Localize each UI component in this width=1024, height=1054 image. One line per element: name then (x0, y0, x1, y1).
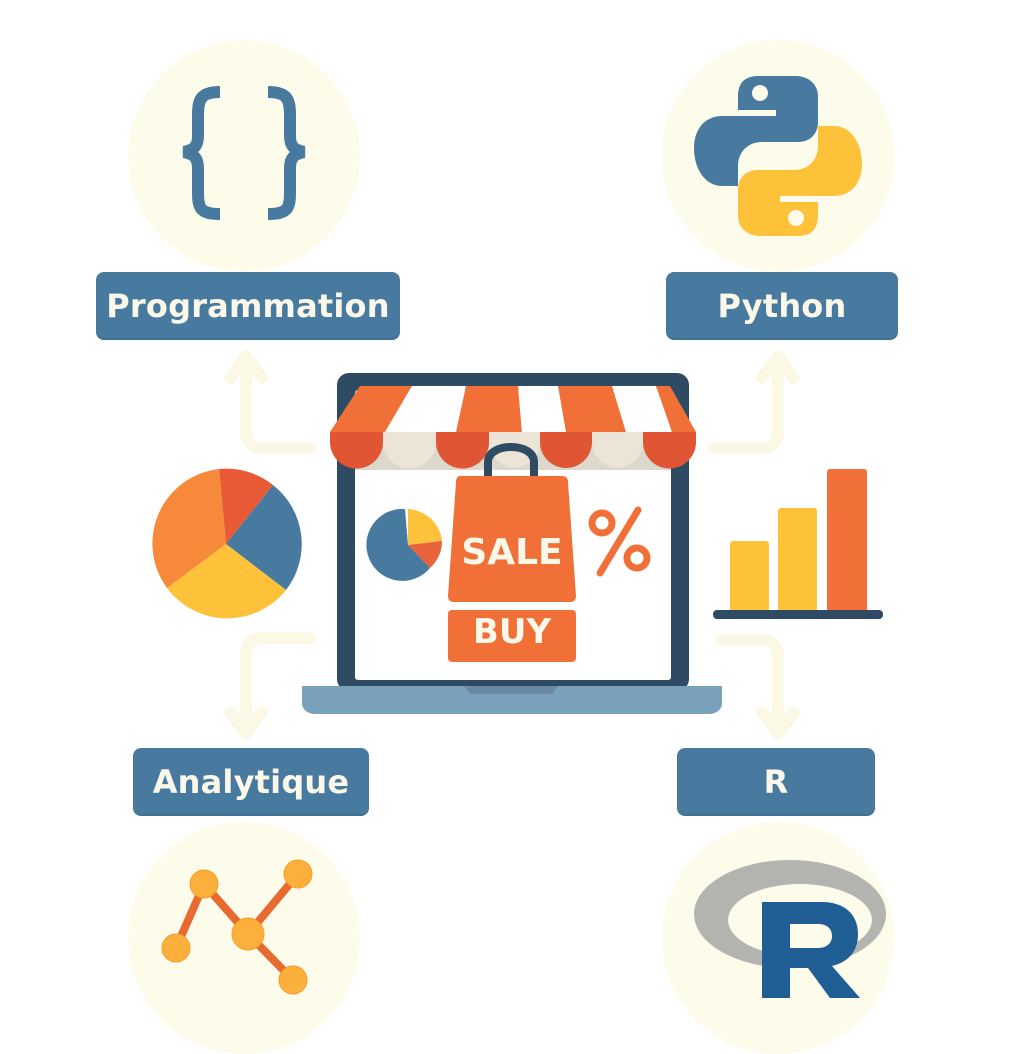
arrow-up-right-icon (708, 350, 800, 454)
bar-chart-icon (713, 469, 883, 619)
programmation-label-text: Programmation (106, 287, 390, 325)
r-label-text: R (763, 763, 789, 801)
bar-baseline (713, 610, 883, 619)
arrow-up-left-icon (224, 350, 316, 454)
r-label[interactable]: R (677, 748, 875, 816)
bar-medium (778, 508, 817, 613)
programmation-label[interactable]: Programmation (96, 272, 400, 340)
arrow-down-right-icon (716, 634, 800, 740)
python-logo-icon (694, 76, 862, 236)
analytique-label[interactable]: Analytique (133, 748, 369, 816)
programmation-icon-circle (128, 40, 360, 272)
arrow-down-left-icon (224, 632, 316, 740)
line-network-icon (161, 859, 313, 995)
r-logo-icon (694, 860, 886, 998)
analytique-label-text: Analytique (152, 763, 350, 801)
pie-chart-icon (152, 468, 302, 619)
curly-braces-icon (182, 86, 306, 220)
laptop-storefront-icon (302, 373, 722, 714)
python-label-text: Python (717, 287, 847, 325)
bar-small (730, 541, 769, 613)
sale-text: SALE (461, 532, 563, 573)
bar-large (827, 469, 867, 613)
python-label[interactable]: Python (666, 272, 898, 340)
buy-button[interactable]: BUY (472, 612, 552, 652)
